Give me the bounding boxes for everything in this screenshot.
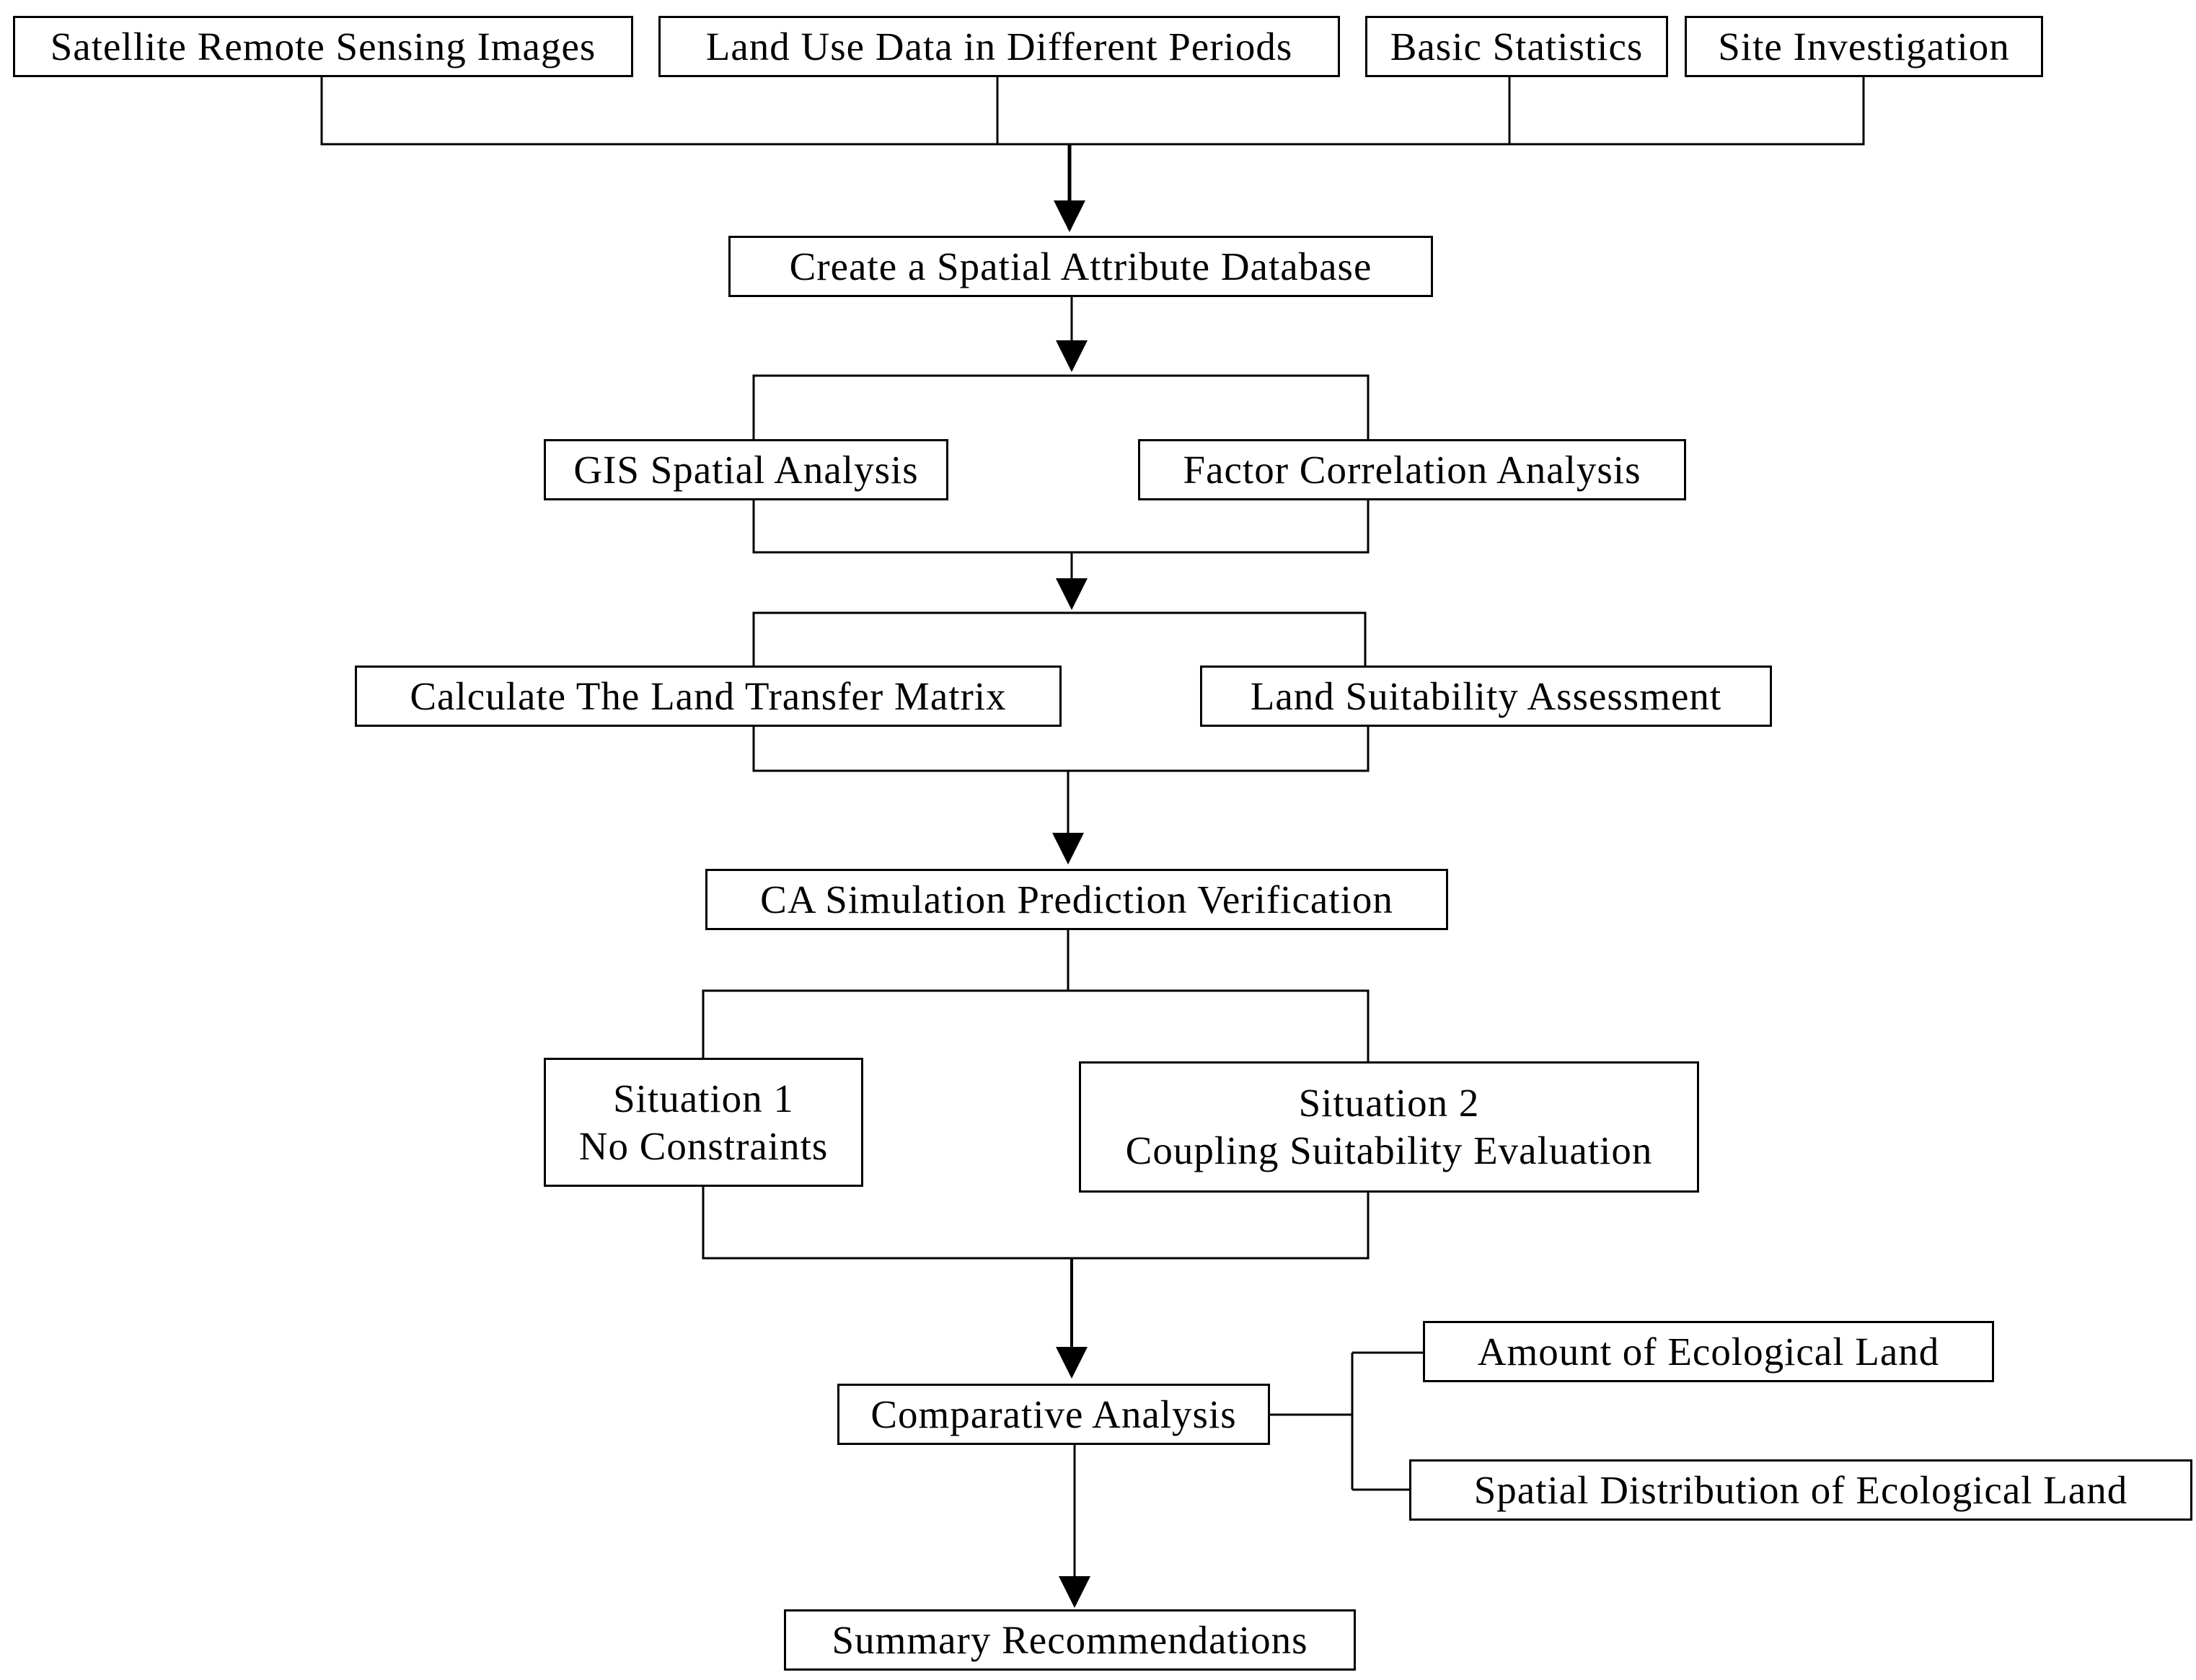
land-use-data-box: Land Use Data in Different Periods xyxy=(658,16,1340,77)
situation-2-box: Situation 2 Coupling Suitability Evaluat… xyxy=(1079,1061,1699,1193)
connector-assessment-merge xyxy=(752,726,1370,772)
situation-1-title: Situation 1 xyxy=(613,1076,794,1120)
site-investigation-box: Site Investigation xyxy=(1685,16,2043,77)
connector-situations-merge xyxy=(702,1186,1370,1260)
connector-analysis-split xyxy=(752,374,1370,440)
factor-correlation-label: Factor Correlation Analysis xyxy=(1183,447,1641,492)
ecological-distribution-label: Spatial Distribution of Ecological Land xyxy=(1473,1467,2128,1512)
summary-recommendations-label: Summary Recommendations xyxy=(832,1617,1308,1662)
situation-1-desc: No Constraints xyxy=(578,1123,829,1168)
land-use-data-label: Land Use Data in Different Periods xyxy=(705,24,1293,68)
connector-comparative-branch xyxy=(1269,1351,1424,1491)
land-suitability-label: Land Suitability Assessment xyxy=(1250,673,1722,718)
ca-verification-box: CA Simulation Prediction Verification xyxy=(705,869,1448,930)
gis-analysis-box: GIS Spatial Analysis xyxy=(544,439,948,500)
situation-2-title: Situation 2 xyxy=(1298,1081,1480,1125)
connector-analysis-merge xyxy=(752,500,1370,554)
spatial-database-box: Create a Spatial Attribute Database xyxy=(728,236,1433,297)
ecological-amount-box: Amount of Ecological Land xyxy=(1423,1321,1994,1382)
situation-1-box: Situation 1 No Constraints xyxy=(544,1058,863,1187)
gis-analysis-label: GIS Spatial Analysis xyxy=(573,447,919,492)
land-transfer-matrix-box: Calculate The Land Transfer Matrix xyxy=(355,666,1062,727)
connector-ca-split xyxy=(702,929,1370,1062)
comparative-analysis-label: Comparative Analysis xyxy=(870,1392,1237,1436)
spatial-database-label: Create a Spatial Attribute Database xyxy=(789,244,1372,288)
situation-2-desc: Coupling Suitability Evaluation xyxy=(1125,1128,1653,1172)
land-transfer-matrix-label: Calculate The Land Transfer Matrix xyxy=(410,673,1007,718)
connector-inputs-merge xyxy=(320,76,1865,146)
summary-recommendations-box: Summary Recommendations xyxy=(784,1609,1356,1671)
land-suitability-box: Land Suitability Assessment xyxy=(1200,666,1772,727)
site-investigation-label: Site Investigation xyxy=(1718,24,2010,68)
comparative-analysis-box: Comparative Analysis xyxy=(837,1384,1270,1445)
ecological-distribution-box: Spatial Distribution of Ecological Land xyxy=(1409,1459,2192,1521)
satellite-images-box: Satellite Remote Sensing Images xyxy=(13,16,633,77)
connector-assessment-split xyxy=(752,611,1367,666)
basic-statistics-label: Basic Statistics xyxy=(1390,24,1644,68)
basic-statistics-box: Basic Statistics xyxy=(1365,16,1668,77)
satellite-images-label: Satellite Remote Sensing Images xyxy=(50,24,596,68)
ecological-amount-label: Amount of Ecological Land xyxy=(1477,1329,1940,1374)
factor-correlation-box: Factor Correlation Analysis xyxy=(1138,439,1686,500)
ca-verification-label: CA Simulation Prediction Verification xyxy=(760,877,1393,921)
